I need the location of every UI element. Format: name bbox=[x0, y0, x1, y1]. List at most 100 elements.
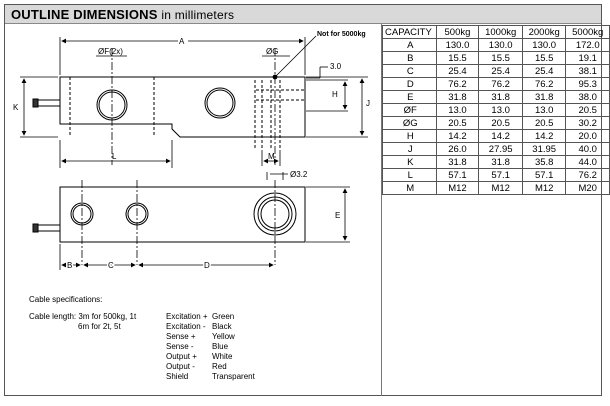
label-3-0: 3.0 bbox=[330, 62, 342, 71]
wire-color: Green bbox=[212, 312, 235, 321]
table-cell: 20.5 bbox=[435, 116, 480, 130]
bottom-cable-end bbox=[32, 223, 39, 233]
label-c: C bbox=[108, 261, 114, 270]
label-a: A bbox=[179, 37, 185, 46]
table-header-capacity: CAPACITY bbox=[382, 25, 437, 39]
table-cell: 95.3 bbox=[565, 77, 610, 91]
hidden-lines-top bbox=[69, 77, 304, 148]
label-h: H bbox=[332, 90, 338, 99]
outline-drawing: A ØF(2x) ØG Not for 5000kg 3.0 H J K bbox=[13, 31, 370, 272]
hole-d-bottom bbox=[253, 192, 297, 236]
table-row-label: C bbox=[382, 64, 437, 78]
dim-a bbox=[59, 37, 306, 75]
table-cell: 20.5 bbox=[478, 116, 523, 130]
table-cell: 25.4 bbox=[521, 64, 567, 78]
wire-color: White bbox=[212, 352, 233, 361]
panel-divider bbox=[381, 24, 382, 396]
table-cell: M12 bbox=[478, 181, 523, 195]
table-cell: 31.8 bbox=[521, 90, 567, 104]
table-cell: 31.8 bbox=[478, 90, 523, 104]
table-cell: 26.0 bbox=[435, 142, 480, 156]
hole-g-top bbox=[204, 87, 236, 119]
cable-length-line1: Cable length: 3m for 500kg, 1t bbox=[29, 312, 137, 321]
table-header-2000kg: 2000kg bbox=[521, 25, 567, 39]
table-cell: 20.5 bbox=[521, 116, 567, 130]
table-cell: 31.8 bbox=[435, 155, 480, 169]
header-subtitle: in millimeters bbox=[161, 8, 235, 22]
outer-frame bbox=[4, 4, 602, 396]
table-cell: 40.0 bbox=[565, 142, 610, 156]
table-row-label: B bbox=[382, 51, 437, 65]
label-note: Not for 5000kg bbox=[317, 31, 366, 38]
top-view bbox=[32, 48, 306, 165]
top-view-body bbox=[59, 76, 306, 138]
label-m: M bbox=[268, 152, 275, 161]
table-row-label: H bbox=[382, 129, 437, 143]
table-cell: 130.0 bbox=[521, 38, 567, 52]
table-cell: 14.2 bbox=[521, 129, 567, 143]
table-cell: 25.4 bbox=[435, 64, 480, 78]
table-cell: 15.5 bbox=[478, 51, 523, 65]
label-d3-2: Ø3.2 bbox=[290, 170, 308, 179]
table-cell: 20.5 bbox=[565, 103, 610, 117]
header-title: OUTLINE DIMENSIONS in millimeters bbox=[11, 7, 235, 22]
table-cell: 38.0 bbox=[565, 90, 610, 104]
table-row-label: E bbox=[382, 90, 437, 104]
wire-signal: Sense + bbox=[166, 332, 196, 341]
table-cell: 57.1 bbox=[435, 168, 480, 182]
table-row-label: K bbox=[382, 155, 437, 169]
wire-color: Yellow bbox=[212, 332, 235, 341]
wire-color: Black bbox=[212, 322, 232, 331]
wire-signal: Excitation - bbox=[166, 322, 206, 331]
table-row-label: L bbox=[382, 168, 437, 182]
top-cable-end bbox=[32, 98, 39, 108]
table-cell: 172.0 bbox=[565, 38, 610, 52]
table-cell: 76.2 bbox=[478, 77, 523, 91]
wire-signal: Output - bbox=[166, 362, 195, 371]
wire-signal: Shield bbox=[166, 372, 189, 381]
wire-color: Transparent bbox=[212, 372, 255, 381]
table-cell: 30.2 bbox=[565, 116, 610, 130]
table-cell: 130.0 bbox=[478, 38, 523, 52]
table-cell: 57.1 bbox=[521, 168, 567, 182]
table-cell: 31.8 bbox=[435, 90, 480, 104]
table-cell: M20 bbox=[565, 181, 610, 195]
table-cell: 31.8 bbox=[478, 155, 523, 169]
table-cell: 76.2 bbox=[435, 77, 480, 91]
label-e: E bbox=[335, 211, 340, 220]
table-cell: 15.5 bbox=[521, 51, 567, 65]
table-row-label: ØG bbox=[382, 116, 437, 130]
table-cell: 76.2 bbox=[521, 77, 567, 91]
table-cell: 57.1 bbox=[478, 168, 523, 182]
table-cell: 38.1 bbox=[565, 64, 610, 78]
table-cell: 14.2 bbox=[478, 129, 523, 143]
cable-length-line2: 6m for 2t, 5t bbox=[78, 322, 121, 331]
top-cable bbox=[37, 99, 60, 107]
wire-color: Red bbox=[212, 362, 227, 371]
label-g: ØG bbox=[266, 47, 278, 56]
wire-signal: Output + bbox=[166, 352, 197, 361]
table-row-label: M bbox=[382, 181, 437, 195]
table-cell: 20.0 bbox=[565, 129, 610, 143]
cable-spec-title: Cable specifications: bbox=[29, 295, 103, 304]
label-f: ØF(2x) bbox=[98, 47, 123, 56]
table-cell: M12 bbox=[521, 181, 567, 195]
table-cell: 19.1 bbox=[565, 51, 610, 65]
table-header-1000kg: 1000kg bbox=[478, 25, 523, 39]
wire-color: Blue bbox=[212, 342, 229, 351]
table-cell: 14.2 bbox=[435, 129, 480, 143]
table-row-label: A bbox=[382, 38, 437, 52]
table-cell: 130.0 bbox=[435, 38, 480, 52]
label-l: L bbox=[112, 152, 117, 161]
label-j: J bbox=[366, 99, 370, 108]
wire-signal-list: Excitation +Excitation -Sense +Sense -Ou… bbox=[166, 312, 208, 382]
